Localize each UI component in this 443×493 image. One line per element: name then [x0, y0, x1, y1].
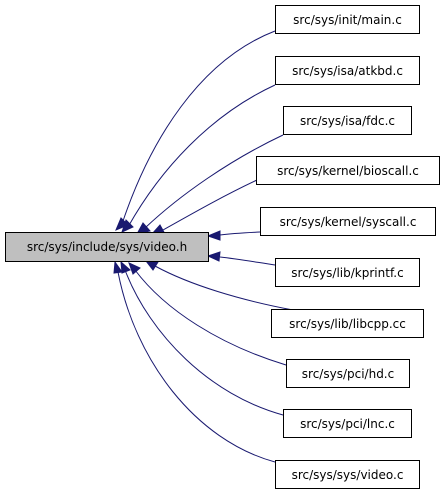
arrowhead-syscall	[206, 230, 221, 241]
arrowhead-atkbd	[121, 219, 134, 233]
node-bioscall[interactable]: src/sys/kernel/bioscall.c	[256, 156, 440, 185]
node-main[interactable]: src/sys/init/main.c	[275, 5, 420, 34]
arrowhead-kprintf	[206, 251, 221, 262]
edge-lnc	[124, 269, 284, 416]
node-fdc-label: src/sys/isa/fdc.c	[300, 114, 395, 128]
node-hd[interactable]: src/sys/pci/hd.c	[286, 359, 410, 388]
edge-video-c	[117, 271, 276, 463]
node-libcpp-label: src/sys/lib/libcpp.cc	[289, 317, 406, 331]
node-lnc-box	[283, 409, 412, 438]
node-syscall[interactable]: src/sys/kernel/syscall.c	[260, 207, 436, 236]
edge-atkbd	[127, 84, 276, 228]
node-syscall-box	[260, 207, 436, 236]
node-video-c-box	[275, 460, 420, 489]
node-lnc[interactable]: src/sys/pci/lnc.c	[283, 409, 412, 438]
node-kprintf-box	[275, 258, 420, 287]
arrowhead-video-c	[113, 260, 123, 274]
edge-libcpp	[154, 265, 294, 311]
arrowhead-lnc	[120, 260, 131, 274]
node-fdc-box	[283, 106, 412, 135]
node-atkbd-box	[275, 56, 420, 85]
node-kprintf[interactable]: src/sys/lib/kprintf.c	[275, 258, 420, 287]
node-libcpp-box	[271, 309, 424, 338]
edge-hd	[134, 269, 287, 366]
root-node-label: src/sys/include/sys/video.h	[27, 240, 187, 254]
node-kprintf-label: src/sys/lib/kprintf.c	[291, 266, 403, 280]
arrowhead-main	[115, 217, 129, 231]
node-video-c[interactable]: src/sys/sys/video.c	[275, 460, 420, 489]
node-atkbd-label: src/sys/isa/atkbd.c	[292, 64, 403, 78]
node-bioscall-box	[256, 156, 440, 185]
edge-bioscall	[162, 179, 258, 231]
arrowhead-hd	[128, 262, 141, 275]
node-bioscall-label: src/sys/kernel/bioscall.c	[277, 164, 419, 178]
node-main-box	[275, 5, 420, 34]
node-video-c-label: src/sys/sys/video.c	[292, 468, 404, 482]
node-libcpp[interactable]: src/sys/lib/libcpp.cc	[271, 309, 424, 338]
node-hd-box	[286, 359, 410, 388]
edge-syscall	[219, 231, 261, 236]
node-atkbd[interactable]: src/sys/isa/atkbd.c	[275, 56, 420, 85]
root-node[interactable]: src/sys/include/sys/video.h	[5, 232, 209, 262]
edge-kprintf	[219, 256, 276, 266]
node-lnc-label: src/sys/pci/lnc.c	[300, 417, 395, 431]
edge-fdc	[144, 134, 284, 229]
node-syscall-label: src/sys/kernel/syscall.c	[280, 215, 417, 229]
node-fdc[interactable]: src/sys/isa/fdc.c	[283, 106, 412, 135]
arrowhead-libcpp	[144, 260, 159, 271]
root-node-box	[5, 232, 209, 262]
edge-main	[121, 30, 276, 225]
node-main-label: src/sys/init/main.c	[293, 13, 402, 27]
node-hd-label: src/sys/pci/hd.c	[302, 367, 394, 381]
